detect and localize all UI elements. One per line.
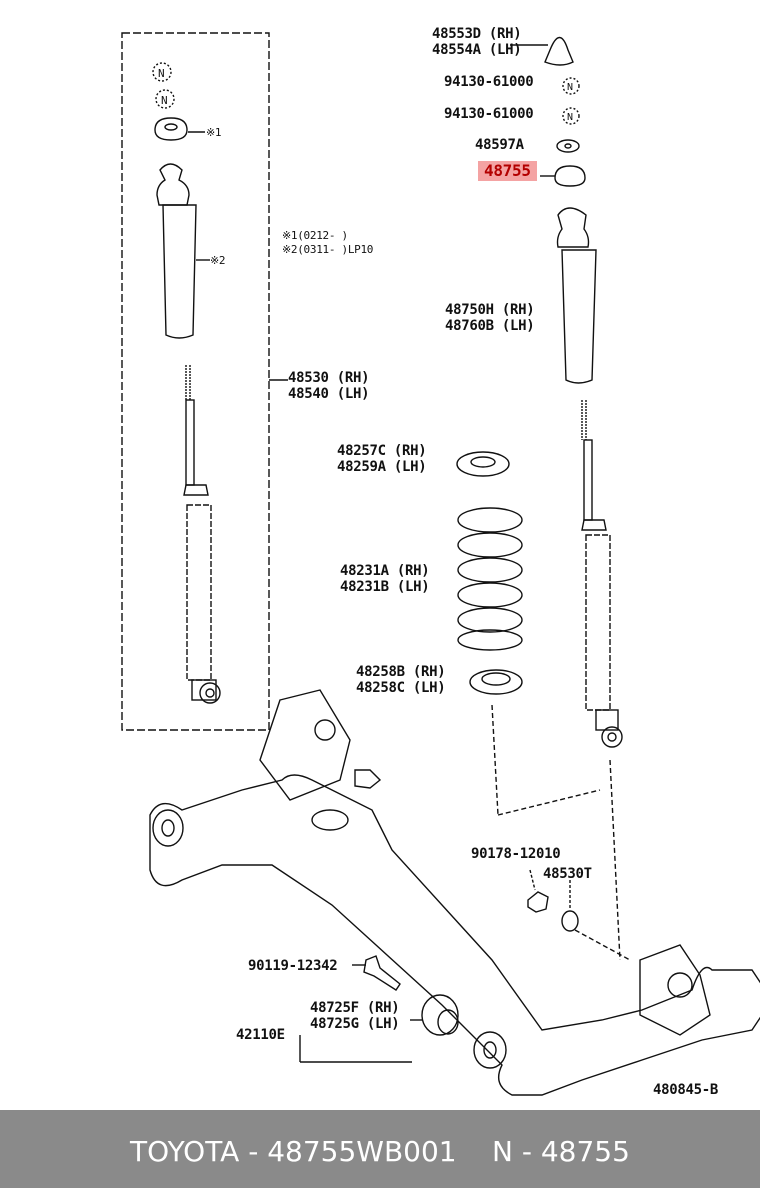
- label-bolt: 90119-12342: [248, 958, 338, 974]
- label-washer: 48597A: [475, 137, 524, 153]
- footer-diagram-ref: N - 48755: [492, 1135, 630, 1168]
- svg-text:N: N: [158, 67, 165, 80]
- svg-text:N: N: [161, 94, 168, 107]
- bump-stopper-icon: [156, 163, 190, 206]
- mark-1: ※1: [206, 126, 222, 139]
- washer-icon: [561, 910, 579, 932]
- mount-icon: [554, 165, 586, 187]
- cap-icon: [544, 36, 574, 66]
- label-washer-lower: 48530T: [543, 866, 592, 882]
- coil-spring-icon: [457, 507, 523, 651]
- axle-beam-icon: [149, 689, 760, 1096]
- note-1: ※1(0212- ): [282, 229, 348, 242]
- highlighted-part-number[interactable]: 48755: [478, 161, 537, 181]
- shock-absorber-body-icon: [585, 534, 611, 711]
- label-beam: 42110E: [236, 1027, 285, 1043]
- mark-2: ※2: [210, 254, 226, 267]
- bump-stopper-icon: [556, 207, 590, 248]
- diagram-drawing: N N N N: [121, 32, 760, 1096]
- washer-icon: [556, 139, 580, 153]
- footer-part-number: TOYOTA - 48755WB001: [130, 1135, 457, 1168]
- label-nut-1: 94130-61000: [444, 74, 534, 90]
- shock-absorber-body-icon: [186, 504, 212, 681]
- label-spring: 48231A (RH)48231B (LH): [340, 563, 430, 595]
- left-assembly-frame: [121, 32, 270, 731]
- nut-icon: [527, 891, 549, 913]
- bushing-icon: [421, 994, 459, 1036]
- note-2: ※2(0311- )LP10: [282, 243, 374, 256]
- diagram-code: 480845-B: [653, 1082, 719, 1098]
- label-insulator-upper: 48257C (RH)48259A (LH): [337, 443, 427, 475]
- label-insulator-lower: 48258B (RH)48258C (LH): [356, 664, 446, 696]
- label-bushing: 48725F (RH)48725G (LH): [310, 1000, 400, 1032]
- bolt-icon: [363, 955, 401, 991]
- label-cap: 48553D (RH)48554A (LH): [432, 26, 522, 58]
- label-bolt-nut: 90178-12010: [471, 846, 561, 862]
- label-absorber-right: 48750H (RH)48760B (LH): [445, 302, 535, 334]
- nut-icon: [562, 77, 580, 95]
- label-absorber-left: 48530 (RH)48540 (LH): [288, 370, 370, 402]
- spring-insulator-icon: [456, 451, 510, 477]
- svg-text:N: N: [567, 82, 573, 93]
- dust-cover-icon: [561, 249, 597, 384]
- nut-icon: [562, 107, 580, 125]
- svg-text:N: N: [567, 112, 573, 123]
- nut-icon: [152, 62, 172, 82]
- parts-diagram: N N N N: [121, 26, 760, 1098]
- upper-mount-icon: [154, 117, 188, 141]
- spring-insulator-icon: [469, 669, 523, 695]
- footer-bar: TOYOTA - 48755WB001 N - 48755: [0, 1110, 760, 1188]
- dust-cover-icon: [162, 204, 197, 339]
- nut-icon: [155, 89, 175, 109]
- label-nut-2: 94130-61000: [444, 106, 534, 122]
